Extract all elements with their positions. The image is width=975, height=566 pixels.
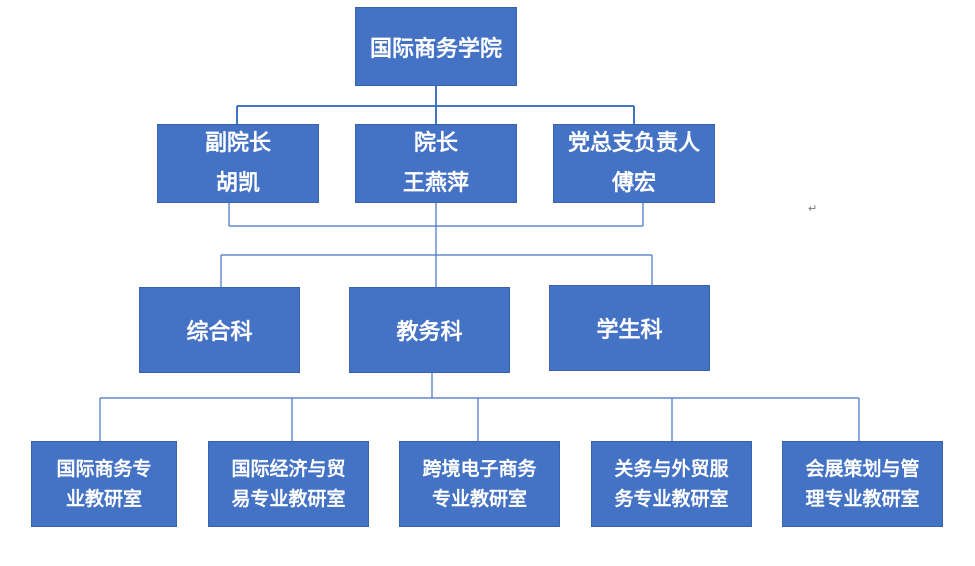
leadership-party-secretary: 党总支负责人 傅宏 xyxy=(553,124,715,203)
office-academic-affairs: 教务科 xyxy=(349,287,510,373)
leadership-dean: 院长 王燕萍 xyxy=(355,124,517,203)
department-line-1: 国际经济与贸 xyxy=(231,458,346,480)
leadership-name: 傅宏 xyxy=(611,170,656,196)
department-line-2: 业教研室 xyxy=(65,488,142,510)
department-line-1: 跨境电子商务 xyxy=(422,458,537,480)
department-line-1: 会展策划与管 xyxy=(805,458,920,480)
leadership-vice-dean: 副院长 胡凯 xyxy=(157,124,319,203)
department-line-2: 专业教研室 xyxy=(431,488,527,510)
root-node: 国际商务学院 xyxy=(355,7,517,86)
department-line-1: 国际商务专 xyxy=(56,458,152,480)
office-label: 综合科 xyxy=(186,320,253,345)
department-line-2: 理专业教研室 xyxy=(805,488,920,510)
leadership-title: 党总支负责人 xyxy=(567,130,700,156)
department-line-2: 务专业教研室 xyxy=(614,488,729,510)
department-cross-border-ecommerce: 跨境电子商务 专业教研室 xyxy=(399,441,560,527)
office-label: 学生科 xyxy=(596,318,663,343)
department-international-economics-trade: 国际经济与贸 易专业教研室 xyxy=(208,441,369,527)
paragraph-return-mark: ↵ xyxy=(808,202,818,215)
leadership-title: 院长 xyxy=(413,130,458,156)
department-international-business: 国际商务专 业教研室 xyxy=(31,441,177,527)
department-customs-trade-services: 关务与外贸服 务专业教研室 xyxy=(591,441,752,527)
root-label: 国际商务学院 xyxy=(369,36,502,62)
department-exhibition-planning: 会展策划与管 理专业教研室 xyxy=(782,441,943,527)
department-line-2: 易专业教研室 xyxy=(231,488,346,510)
department-line-1: 关务与外贸服 xyxy=(614,458,729,480)
leadership-name: 王燕萍 xyxy=(402,170,469,196)
office-label: 教务科 xyxy=(396,320,463,345)
office-general-affairs: 综合科 xyxy=(139,287,300,373)
leadership-title: 副院长 xyxy=(204,130,271,156)
leadership-name: 胡凯 xyxy=(215,170,260,196)
office-student-affairs: 学生科 xyxy=(549,285,710,371)
